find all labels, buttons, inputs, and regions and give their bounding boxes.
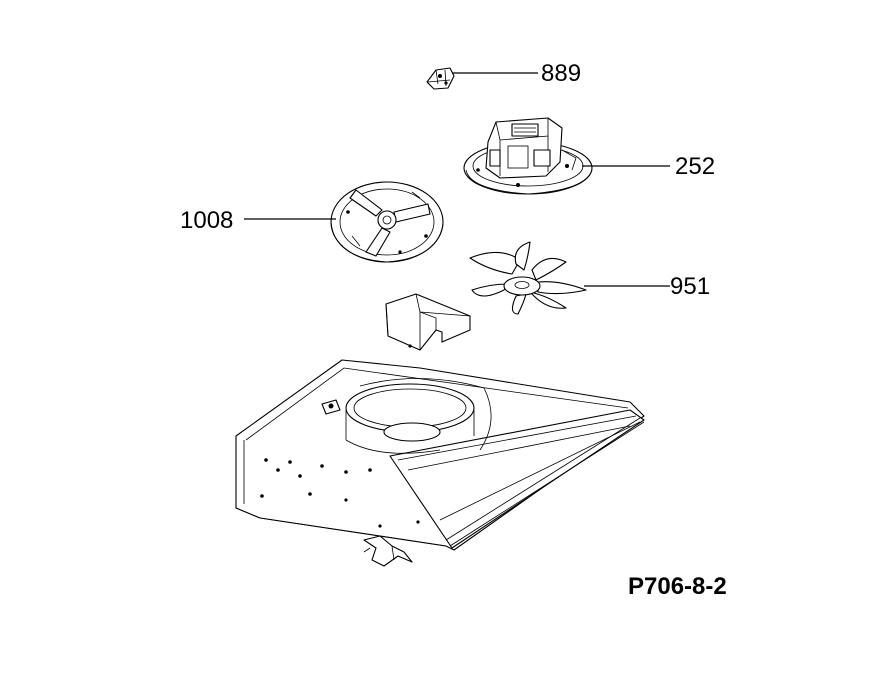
callout-951: 951 [670,273,710,300]
part-1008-bracket [330,181,444,263]
air-guide-bracket [385,293,471,351]
callout-1008: 1008 [180,207,233,234]
part-252-fan-motor [463,117,593,195]
part-889-fuse [426,67,455,90]
part-951-fan-wheel [469,241,587,315]
diagram-id: P706-8-2 [628,573,727,600]
rear-panel-housing [235,359,645,567]
callout-252: 252 [675,153,715,180]
callout-889: 889 [541,60,581,87]
